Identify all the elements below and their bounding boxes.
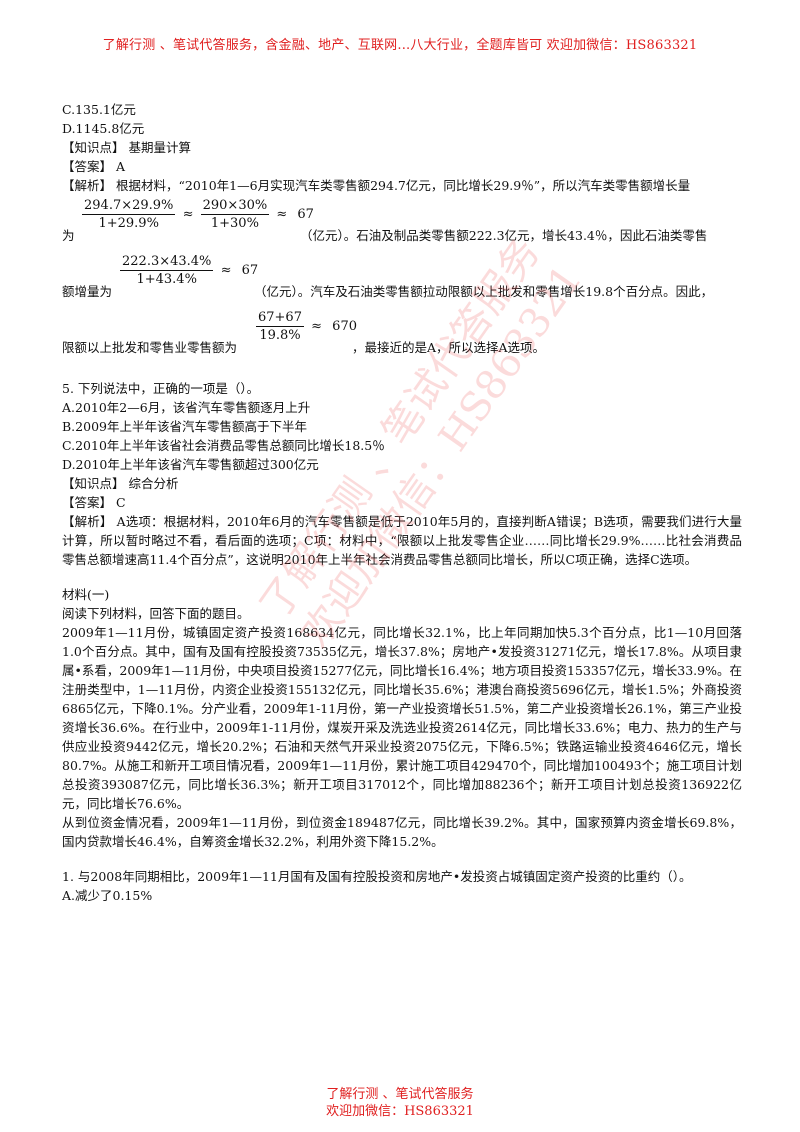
formula-1-result: 67 [297,207,314,222]
q4-formula-row-2: 额增量为 222.3×43.4% 1+43.4% ≈ 67 （亿元）。汽车及石油… [62,251,742,307]
q4-formula-1: 294.7×29.9% 1+29.9% ≈ 290×30% 1+30% ≈ 67 [82,197,317,232]
material-paragraph-1: 2009年1—11月份，城镇固定资产投资168634亿元，同比增长32.1%，比… [62,625,742,811]
approx-sign: ≈ [311,319,323,334]
q4-formula-3-tail: ，最接近的是A，所以选择A选项。 [352,340,546,355]
fraction-3: 222.3×43.4% 1+43.4% [120,253,214,288]
fraction-2-denominator: 1+30% [210,216,259,231]
approx-sign: ≈ [182,207,194,222]
formula-2-result: 67 [241,263,259,278]
q5-option-a: A.2010年2—6月，该省汽车零售额逐月上升 [62,400,311,415]
q5-stem: 5. 下列说法中，正确的一项是（）。 [62,381,260,396]
q5-option-b: B.2009年上半年该省汽车零售额高于下半年 [62,419,307,434]
fraction-3-denominator: 1+43.4% [136,272,197,287]
fraction-4: 67+67 19.8% [256,309,304,344]
q4-formula-2-lead: 额增量为 [62,284,113,299]
q5-answer: 【答案】 C [62,495,126,510]
q4-formula-2: 222.3×43.4% 1+43.4% ≈ 67 [120,253,261,288]
footer-line-1: 了解行测 、笔试代答服务 [326,1087,474,1102]
q4-answer: 【答案】 A [62,159,126,174]
formula-3-result: 670 [332,319,357,334]
q4-formula-1-tail: （亿元）。石油及制品类零售额222.3亿元，增长43.4％，因此石油类零售 [300,228,708,243]
material-instruction: 阅读下列材料，回答下面的题目。 [62,606,250,621]
fraction-2-numerator: 290×30% [200,198,270,215]
q4-formula-row-3: 限额以上批发和零售业零售额为 67+67 19.8% ≈ 670 ，最接近的是A… [62,307,742,363]
q4-formula-3-lead: 限额以上批发和零售业零售额为 [62,340,238,355]
q4-formula-1-lead: 为 [62,228,75,243]
footer-line-2: 欢迎加微信：HS863321 [326,1104,474,1119]
q5-option-c: C.2010年上半年该省社会消费品零售总额同比增长18.5％ [62,438,385,453]
q4-option-d: D.1145.8亿元 [62,121,145,136]
q4-option-c: C.135.1亿元 [62,102,136,117]
q5-option-d: D.2010年上半年该省汽车零售额超过300亿元 [62,457,319,472]
q5-knowledge-point: 【知识点】 综合分析 [62,476,179,491]
q1-stem: 1. 与2008年同期相比，2009年1—11月国有及国有控股投资和房地产•发投… [62,869,692,884]
q4-knowledge-point: 【知识点】 基期量计算 [62,140,191,155]
material-paragraph-2: 从到位资金情况看，2009年1—11月份，到位资金189487亿元，同比增长39… [62,815,742,849]
q4-formula-2-tail: （亿元）。汽车及石油类零售额拉动限额以上批发和零售增长19.8个百分点。因此， [254,284,714,299]
q5-analysis: 【解析】 A选项：根据材料，2010年6月的汽车零售额是低于2010年5月的，直… [62,514,742,567]
page-footer: 了解行测 、笔试代答服务 欢迎加微信：HS863321 [0,1086,800,1120]
q4-analysis-line-1: 【解析】 根据材料，“2010年1—6月实现汽车类零售额294.7亿元，同比增长… [62,178,691,193]
material-title: 材料(一) [62,587,110,602]
fraction-2: 290×30% 1+30% [200,197,270,232]
approx-sign: ≈ [220,263,232,278]
q4-formula-row-1: 为 294.7×29.9% 1+29.9% ≈ 290×30% 1+30% ≈ … [62,195,742,251]
fraction-4-numerator: 67+67 [256,310,304,327]
document-body: C.135.1亿元 D.1145.8亿元 【知识点】 基期量计算 【答案】 A … [62,100,742,905]
fraction-1: 294.7×29.9% 1+29.9% [82,197,176,232]
fraction-1-denominator: 1+29.9% [98,216,159,231]
q4-formula-3: 67+67 19.8% ≈ 670 [256,309,360,344]
fraction-4-denominator: 19.8% [259,328,301,343]
fraction-3-numerator: 222.3×43.4% [120,254,214,271]
fraction-1-numerator: 294.7×29.9% [82,198,176,215]
page-header-banner: 了解行测 、笔试代答服务，含金融、地产、互联网...八大行业，全题库皆可 欢迎加… [102,38,698,53]
q1-option-a: A.减少了0.15% [62,888,153,903]
approx-sign: ≈ [276,207,288,222]
